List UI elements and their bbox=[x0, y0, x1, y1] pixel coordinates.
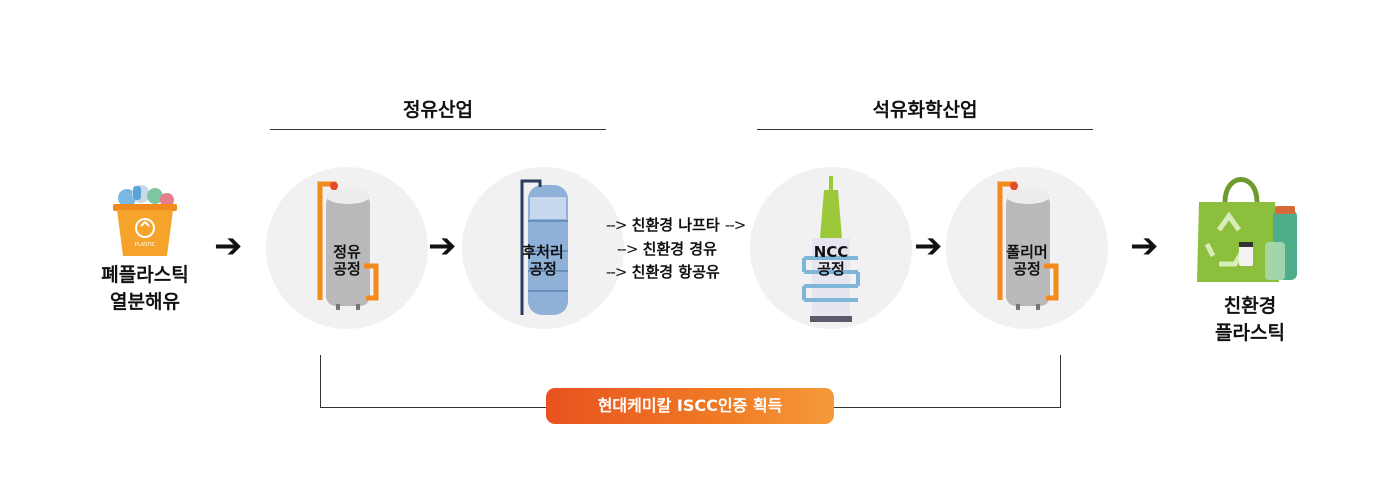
product-jetfuel: --> 친환경 항공유 bbox=[606, 261, 720, 282]
stage-posttreat-line2: 공정 bbox=[529, 260, 557, 278]
stage-refining-line2: 공정 bbox=[333, 260, 361, 278]
stage-ncc-line1: NCC bbox=[813, 243, 849, 261]
input-label-line2: 열분해유 bbox=[110, 291, 180, 313]
polymer-reactor-icon bbox=[990, 180, 1066, 312]
product-diesel-label: 친환경 경유 bbox=[642, 240, 717, 258]
output-label-line2: 플라스틱 bbox=[1215, 322, 1285, 344]
processing-column-icon bbox=[510, 175, 576, 321]
flow-arrow-3: ➔ bbox=[914, 226, 943, 266]
product-diesel-prefix: --> bbox=[617, 240, 638, 258]
flow-arrow-1: ➔ bbox=[214, 226, 243, 266]
stage-polymer-label: 폴리머 공정 bbox=[982, 244, 1072, 278]
eco-bag-icon bbox=[1195, 172, 1307, 284]
product-jetfuel-label: 친환경 항공유 bbox=[631, 263, 720, 281]
product-naphtha-suffix: --> bbox=[724, 216, 746, 234]
petrochem-header-line bbox=[757, 129, 1093, 130]
stage-ncc-line2: 공정 bbox=[817, 260, 845, 278]
flow-arrow-4: ➔ bbox=[1130, 226, 1159, 266]
petrochem-industry-header: 석유화학산업 bbox=[872, 99, 978, 121]
recycling-bin-icon: PLASTIC bbox=[105, 182, 185, 258]
stage-polymer-line1: 폴리머 bbox=[1006, 243, 1048, 261]
refining-header-line bbox=[270, 129, 606, 130]
stage-posttreat-line1: 후처리 bbox=[522, 243, 564, 261]
input-label-line1: 폐플라스틱 bbox=[101, 264, 189, 286]
stage-refining-line1: 정유 bbox=[333, 243, 361, 261]
stage-refining-label: 정유 공정 bbox=[302, 244, 392, 278]
stage-polymer-line2: 공정 bbox=[1013, 260, 1041, 278]
product-naphtha: --> 친환경 나프타 --> bbox=[606, 214, 746, 235]
stage-ncc-label: NCC 공정 bbox=[786, 244, 876, 278]
iscc-certification-badge: 현대케미칼 ISCC인증 획득 bbox=[546, 388, 834, 424]
input-label: 폐플라스틱 열분해유 bbox=[85, 262, 205, 316]
cracker-tower-icon bbox=[796, 172, 866, 324]
output-label-line1: 친환경 bbox=[1223, 295, 1277, 317]
product-diesel: --> 친환경 경유 bbox=[617, 238, 717, 259]
stage-posttreat-label: 후처리 공정 bbox=[498, 244, 588, 278]
svg-text:PLASTIC: PLASTIC bbox=[135, 242, 156, 248]
output-label: 친환경 플라스틱 bbox=[1190, 293, 1310, 347]
product-naphtha-label: 친환경 나프타 bbox=[631, 216, 720, 234]
product-naphtha-prefix: --> bbox=[606, 216, 627, 234]
refining-industry-header: 정유산업 bbox=[403, 99, 473, 121]
distillation-tower-icon bbox=[310, 180, 386, 312]
product-jetfuel-prefix: --> bbox=[606, 263, 627, 281]
flow-arrow-2: ➔ bbox=[428, 226, 457, 266]
